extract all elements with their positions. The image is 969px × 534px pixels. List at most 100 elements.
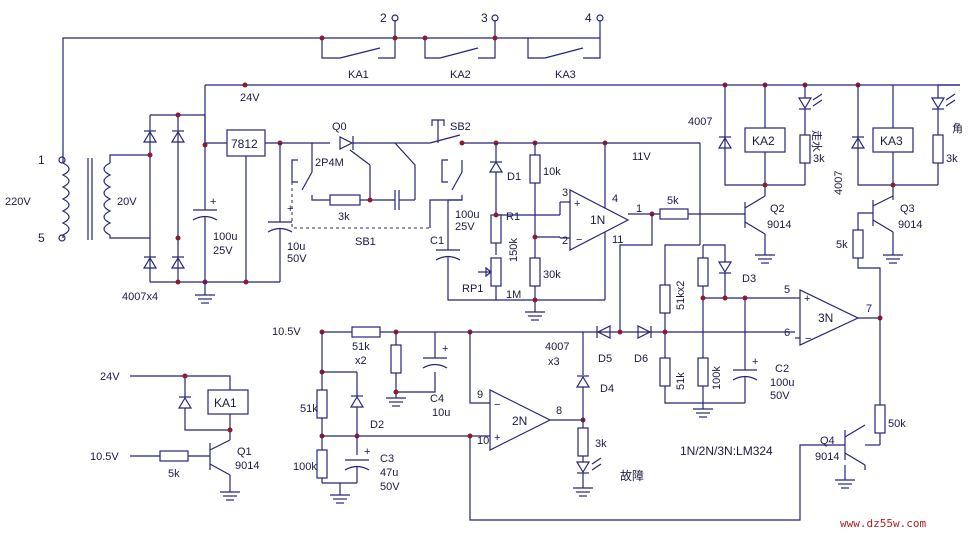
- sb2-label: SB2: [450, 121, 471, 133]
- r3k-ka2-label: 3k: [813, 153, 825, 165]
- d6-label: D6: [634, 353, 648, 365]
- filter-capacitor: +: [192, 115, 218, 285]
- terminal-5: 5: [38, 231, 66, 245]
- r51kx2-right-label: 51kx2: [675, 281, 687, 310]
- svg-text:11: 11: [612, 234, 623, 246]
- watermark: www.dz55w.com: [840, 517, 926, 530]
- v11-label: 11V: [632, 151, 651, 163]
- relay-contact-bus: [62, 20, 601, 163]
- r5k-q3-label: 5k: [836, 239, 848, 251]
- potentiometer-rp1[interactable]: [478, 257, 502, 300]
- resistor-5k-q2: [659, 208, 745, 220]
- svg-text:10: 10: [477, 435, 489, 447]
- r1-label: R1: [506, 211, 520, 223]
- r3k-led-label: 3k: [595, 438, 607, 450]
- led-ka2-label: 走水: [810, 130, 823, 152]
- terminal-2: 2: [380, 11, 399, 25]
- svg-text:7812: 7812: [231, 137, 258, 151]
- r5k-q1-label: 5k: [168, 468, 180, 480]
- relay-ka3-coil: KA3: [850, 85, 938, 200]
- capacitor-10u: +: [267, 143, 293, 282]
- switch-sb2[interactable]: [395, 119, 606, 228]
- svg-text:1N: 1N: [590, 213, 605, 227]
- svg-text:KA1: KA1: [214, 396, 237, 410]
- resistor-100k-right: [693, 245, 713, 418]
- divider-51kx2: [659, 244, 745, 404]
- c1-100u-label: 100u: [455, 209, 479, 221]
- r51k-right-label: 51k: [675, 372, 687, 390]
- c4-label: C4: [430, 393, 444, 405]
- relay-ka2-coil: KA2: [717, 85, 805, 188]
- ka2-contact-label: KA2: [450, 69, 471, 81]
- q0-label: Q0: [332, 121, 347, 133]
- r-3k-sb1-label: 3k: [338, 211, 350, 223]
- q0-type-label: 2P4M: [315, 157, 344, 169]
- v24-bottom-label: 24V: [100, 371, 120, 383]
- r30k-label: 30k: [543, 269, 561, 281]
- transistor-q2: [744, 185, 775, 264]
- c2-label: C2: [775, 363, 789, 375]
- terminal-4: 4: [585, 11, 604, 25]
- d2-label: D2: [370, 419, 384, 431]
- v220-label: 220V: [5, 196, 31, 208]
- x2-label: x2: [355, 355, 367, 367]
- ka3-contact-label: KA3: [555, 69, 576, 81]
- svg-text:2: 2: [562, 235, 568, 247]
- switch-sb1[interactable]: [291, 142, 430, 229]
- d4007x3-label: 4007: [545, 341, 569, 353]
- ka1-contact-label: KA1: [348, 69, 369, 81]
- q1-type-label: 9014: [235, 460, 259, 472]
- svg-text:4: 4: [612, 193, 618, 205]
- diode-d6: [637, 325, 652, 339]
- svg-text:+: +: [442, 343, 448, 355]
- r51k-left-label: 51k: [300, 403, 318, 415]
- svg-text:4: 4: [585, 11, 592, 25]
- opamp-note: 1N/2N/3N:LM324: [680, 444, 773, 458]
- svg-text:5: 5: [784, 284, 790, 296]
- transistor-q1: [209, 439, 240, 501]
- led-ka2: [797, 85, 823, 185]
- svg-text:8: 8: [556, 405, 562, 417]
- opamp-3n: + − 3N 5 6 7: [784, 284, 880, 346]
- q2-label: Q2: [770, 203, 785, 215]
- resistor-50k: [865, 318, 886, 446]
- svg-text:2N: 2N: [512, 414, 527, 428]
- x3-label: x3: [548, 356, 560, 368]
- resistor-5k-q1: [130, 450, 210, 462]
- r100k-right-label: 100k: [711, 366, 723, 390]
- svg-text:9: 9: [477, 389, 483, 401]
- svg-text:1: 1: [38, 153, 45, 167]
- q3-label: Q3: [900, 203, 915, 215]
- svg-text:+: +: [804, 293, 810, 305]
- svg-text:5: 5: [38, 231, 45, 245]
- opamp-1n: + − 1N 3 2 4 11 1: [559, 187, 642, 300]
- svg-text:−: −: [576, 234, 582, 246]
- divider-left: [316, 332, 357, 504]
- terminal-3: 3: [481, 11, 499, 25]
- svg-text:+: +: [287, 203, 293, 215]
- c1-label: C1: [430, 235, 444, 247]
- resistor-5k-q3: [852, 229, 881, 318]
- transistor-q4: [835, 424, 866, 489]
- c-100u-label: 100u: [213, 231, 237, 243]
- v10-5-bottom-label: 10.5V: [90, 451, 119, 463]
- relay-ka1-coil: KA1: [130, 373, 249, 440]
- v20-label: 20V: [117, 196, 137, 208]
- svg-text:+: +: [494, 432, 500, 444]
- capacitor-c2: +: [732, 356, 758, 403]
- svg-text:+: +: [210, 196, 216, 208]
- c3-voltage: 50V: [380, 481, 400, 493]
- svg-text:7: 7: [866, 303, 872, 315]
- d4-label: D4: [600, 383, 614, 395]
- c1-25v-label: 25V: [455, 221, 475, 233]
- diode-d4: [575, 332, 591, 420]
- capacitor-c3: +: [344, 436, 370, 483]
- svg-text:−: −: [805, 333, 811, 345]
- q1-label: Q1: [237, 446, 252, 458]
- c4-value: 10u: [432, 407, 450, 419]
- svg-text:3: 3: [481, 11, 488, 25]
- svg-text:1: 1: [636, 203, 642, 215]
- c3-label: C3: [380, 453, 394, 465]
- svg-text:−: −: [494, 399, 500, 411]
- svg-text:+: +: [364, 446, 370, 458]
